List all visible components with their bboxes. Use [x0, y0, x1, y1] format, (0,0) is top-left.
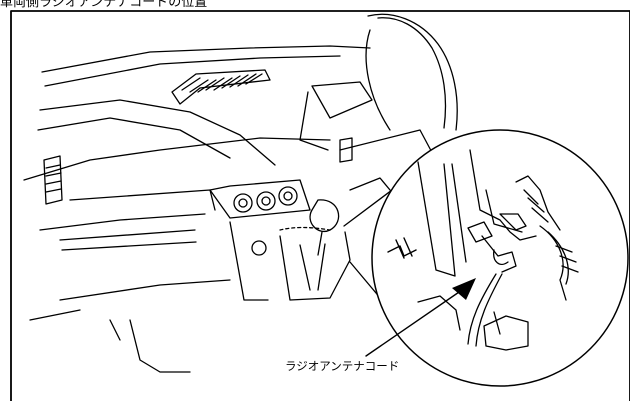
left-dash — [29, 155, 231, 373]
dashboard-illustration — [10, 10, 630, 401]
center-console — [209, 137, 353, 301]
dashboard-top — [23, 45, 371, 181]
magnified-detail — [371, 129, 629, 387]
steering-wheel — [299, 13, 458, 197]
callout-arrowhead — [452, 278, 476, 300]
figure-frame — [10, 10, 630, 401]
center-air-vent — [171, 69, 271, 105]
frame-border — [10, 10, 630, 401]
figure-heading: 車両側ラジオアンテナコードの位置 — [0, 0, 208, 10]
radio-antenna-cord-label: ラジオアンテナコード — [285, 359, 400, 373]
disconnect-arrow-icon — [387, 237, 417, 259]
callout-leader — [365, 289, 463, 357]
